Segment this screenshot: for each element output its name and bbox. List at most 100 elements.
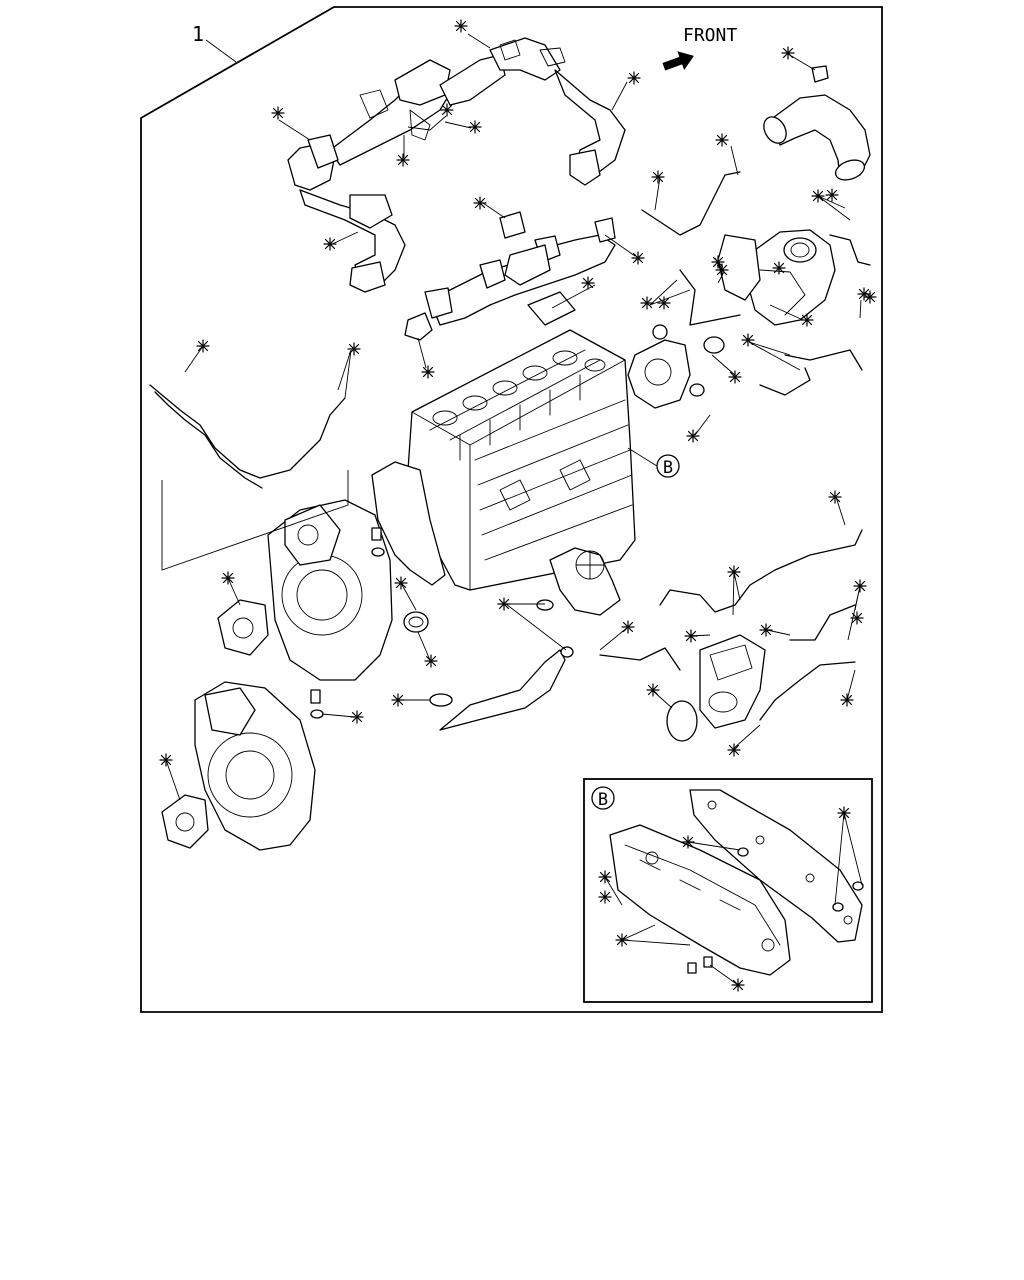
oil-pipe-o-ring-2 bbox=[536, 599, 554, 611]
lower-sealing-washer bbox=[310, 709, 324, 719]
asterisk-marker bbox=[646, 683, 660, 697]
detail-b-label-circle bbox=[591, 786, 615, 810]
asterisk-marker bbox=[651, 170, 665, 184]
item-number-label: 1 bbox=[192, 22, 204, 46]
intake-hose bbox=[763, 65, 871, 181]
asterisk-marker bbox=[837, 806, 851, 820]
lower-cover-plate bbox=[161, 794, 209, 849]
turbo-bracket-line bbox=[829, 234, 871, 266]
fuel-return-pipe bbox=[599, 647, 681, 671]
asterisk-marker bbox=[421, 365, 435, 379]
asterisk-marker bbox=[828, 490, 842, 504]
asterisk-marker bbox=[727, 743, 741, 757]
detail-o-ring-3 bbox=[832, 902, 844, 912]
asterisk-marker bbox=[711, 255, 725, 269]
asterisk-marker bbox=[473, 196, 487, 210]
asterisk-marker bbox=[684, 629, 698, 643]
asterisk-marker bbox=[350, 710, 364, 724]
asterisk-marker bbox=[468, 120, 482, 134]
water-pump-seal bbox=[689, 383, 705, 397]
asterisk-marker bbox=[615, 933, 629, 947]
fuel-bleed-pipe bbox=[789, 604, 856, 641]
asterisk-marker bbox=[686, 429, 700, 443]
injection-pump-gasket bbox=[666, 700, 698, 742]
asterisk-marker bbox=[347, 342, 361, 356]
flange-gasket bbox=[404, 312, 433, 341]
asterisk-marker bbox=[440, 103, 454, 117]
asterisk-marker bbox=[323, 237, 337, 251]
turbo-drain-pipe bbox=[759, 367, 811, 396]
detail-o-ring bbox=[737, 847, 749, 857]
oil-suction-pipe bbox=[439, 649, 566, 731]
asterisk-marker bbox=[497, 597, 511, 611]
asterisk-marker bbox=[391, 693, 405, 707]
asterisk-marker bbox=[825, 188, 839, 202]
asterisk-marker bbox=[640, 296, 654, 310]
fuel-leak-pipe bbox=[759, 661, 856, 721]
detail-bolt-2 bbox=[703, 956, 713, 968]
exhaust-manifold bbox=[424, 211, 616, 326]
detail-b-label: B bbox=[598, 790, 608, 810]
asterisk-marker bbox=[598, 890, 612, 904]
oil-pipe-o-ring-3 bbox=[560, 646, 574, 658]
asterisk-marker bbox=[424, 654, 438, 668]
water-pump bbox=[627, 324, 691, 409]
intake-manifold-detail bbox=[609, 824, 791, 976]
asterisk-marker bbox=[772, 261, 786, 275]
asterisk-marker bbox=[454, 19, 468, 33]
asterisk-marker bbox=[396, 153, 410, 167]
asterisk-marker bbox=[631, 251, 645, 265]
oil-pump bbox=[549, 547, 621, 616]
oil-pipe-o-ring bbox=[429, 693, 453, 707]
callout-b-label: B bbox=[663, 458, 673, 478]
front-cover bbox=[371, 461, 446, 586]
asterisk-marker bbox=[196, 339, 210, 353]
asterisk-marker bbox=[271, 106, 285, 120]
asterisk-marker bbox=[853, 579, 867, 593]
asterisk-marker bbox=[394, 576, 408, 590]
water-pump-o-ring bbox=[703, 336, 725, 354]
asterisk-marker bbox=[715, 133, 729, 147]
asterisk-marker bbox=[627, 71, 641, 85]
cover-plate bbox=[217, 599, 269, 656]
asterisk-marker bbox=[221, 571, 235, 585]
flywheel-housing-lower bbox=[194, 681, 316, 851]
asterisk-marker bbox=[759, 623, 773, 637]
flywheel-housing bbox=[267, 499, 393, 681]
cylinder-block bbox=[407, 329, 636, 591]
asterisk-marker bbox=[581, 276, 595, 290]
asterisk-marker bbox=[598, 870, 612, 884]
asterisk-marker bbox=[621, 620, 635, 634]
asterisk-marker bbox=[159, 753, 173, 767]
fuel-line-left bbox=[149, 384, 346, 479]
fuel-feed-pipe bbox=[659, 529, 863, 613]
turbocharger bbox=[717, 229, 836, 326]
callout-b-leader bbox=[627, 447, 658, 467]
injection-pump bbox=[699, 634, 766, 729]
turbo-oil-return-line bbox=[784, 349, 863, 371]
detail-o-ring-2 bbox=[852, 881, 864, 891]
detail-b-frame bbox=[583, 778, 873, 1003]
asterisk-marker bbox=[727, 565, 741, 579]
turbo-oil-feed-line-2 bbox=[679, 269, 741, 326]
asterisk-marker bbox=[840, 693, 854, 707]
asterisk-marker bbox=[781, 46, 795, 60]
item-number-leader bbox=[205, 39, 237, 63]
lower-plug-bolt bbox=[310, 689, 321, 704]
asterisk-marker bbox=[731, 978, 745, 992]
egr-pipe-assembly bbox=[287, 37, 626, 293]
front-label: FRONT bbox=[683, 25, 737, 46]
asterisk-marker bbox=[863, 290, 877, 304]
turbo-oil-feed-line bbox=[641, 171, 741, 236]
asterisk-marker bbox=[681, 835, 695, 849]
asterisk-marker bbox=[657, 296, 671, 310]
detail-bolt bbox=[687, 962, 697, 974]
asterisk-marker bbox=[728, 370, 742, 384]
asterisk-marker bbox=[741, 333, 755, 347]
arrow-right-icon bbox=[662, 51, 694, 71]
sealing-washer bbox=[371, 547, 385, 557]
fuel-line-left-2 bbox=[154, 391, 263, 489]
crank-seal-inner bbox=[408, 616, 424, 628]
asterisk-marker bbox=[850, 611, 864, 625]
